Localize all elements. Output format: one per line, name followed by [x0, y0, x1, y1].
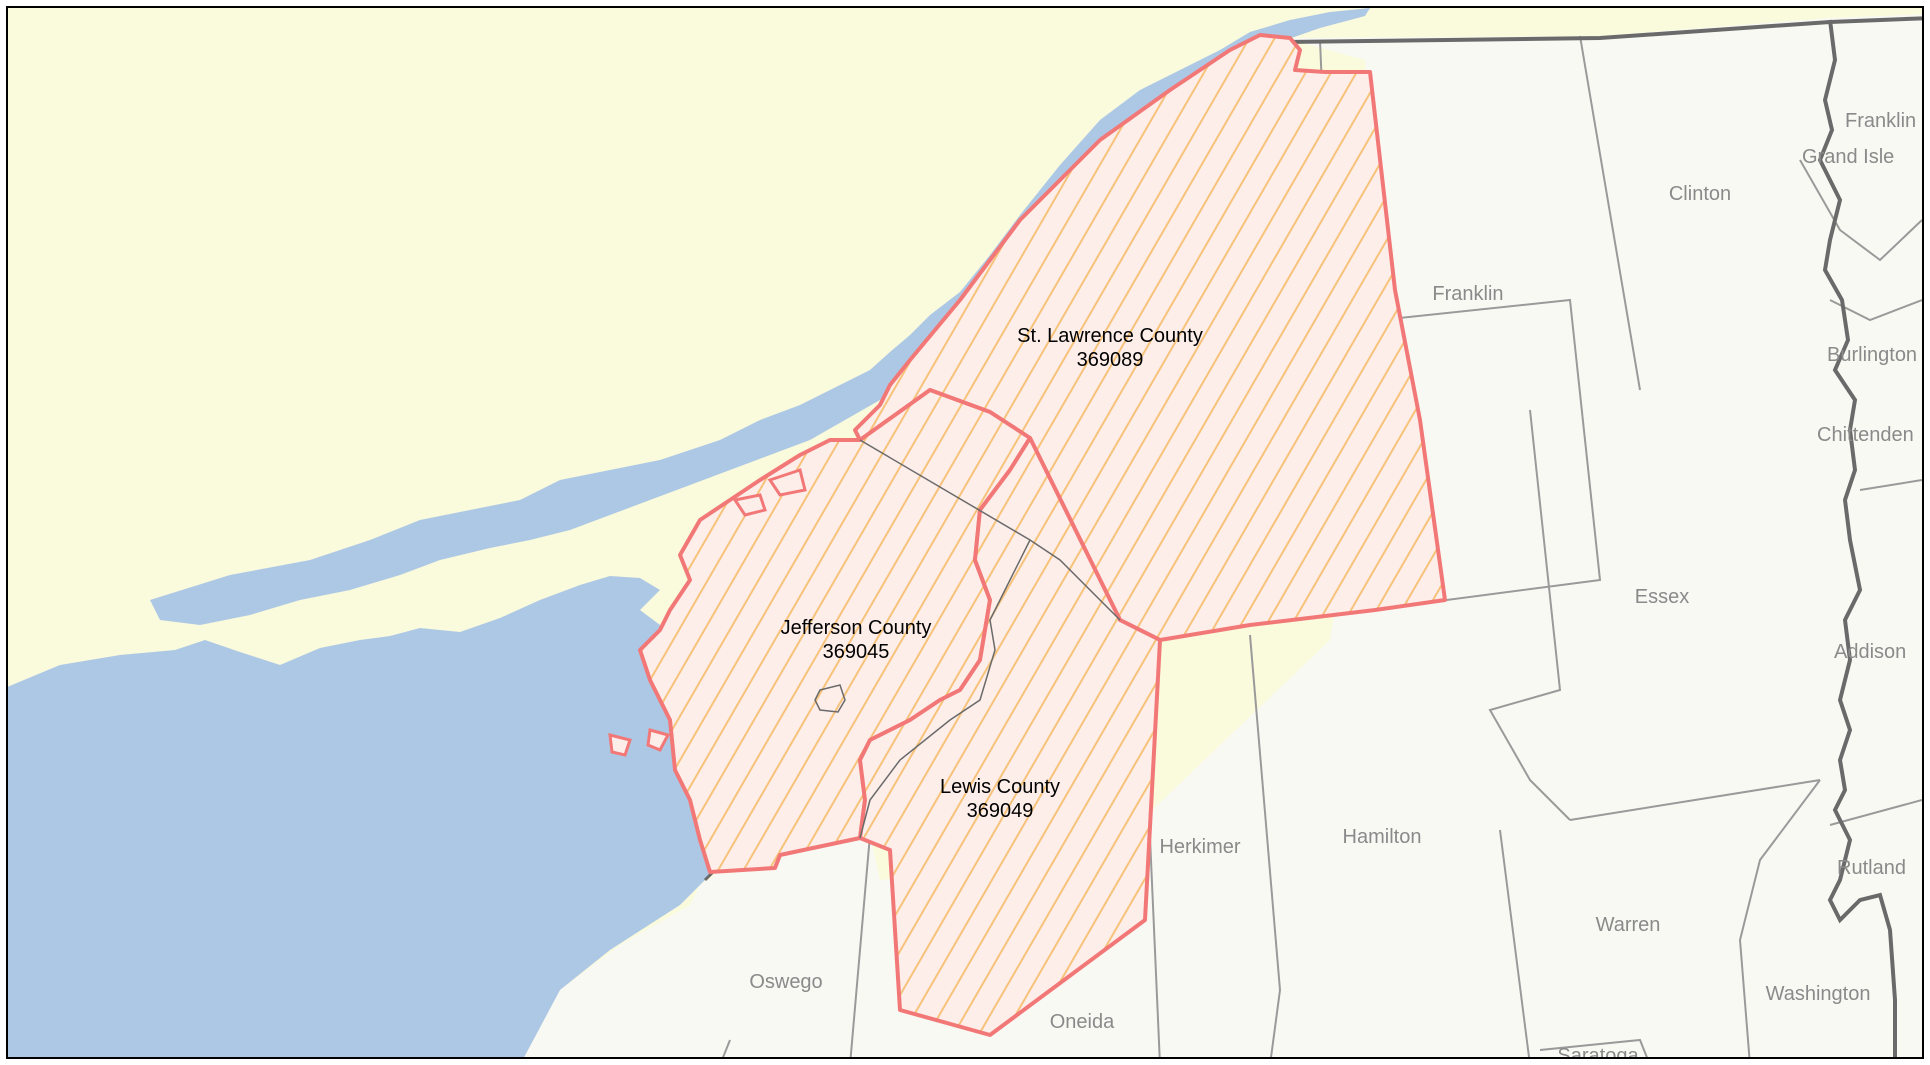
county-label-franklin: Franklin [1432, 283, 1503, 305]
map-frame[interactable]: St. Lawrence County 369089 Jefferson Cou… [6, 6, 1924, 1059]
jefferson-county-name: Jefferson County [781, 617, 932, 639]
county-label-oneida: Oneida [1050, 1011, 1115, 1033]
st-lawrence-county-code: 369089 [1077, 349, 1144, 371]
county-label-hamilton: Hamilton [1343, 826, 1422, 848]
county-label-warren: Warren [1596, 914, 1661, 936]
lewis-county-name: Lewis County [940, 776, 1060, 798]
county-label-franklin-vt: Franklin [1845, 110, 1916, 132]
bay-of-quinte [170, 556, 380, 618]
county-label-rutland: Rutland [1837, 857, 1906, 879]
us-land [524, 14, 1922, 1057]
small-lake [814, 684, 846, 713]
county-label-chittenden: Chittenden [1817, 424, 1914, 446]
jefferson-county-code: 369045 [823, 641, 890, 663]
lewis-county-area[interactable] [858, 436, 1162, 1037]
state-border-vt [1817, 19, 1897, 1057]
jefferson-interior-border [859, 539, 1031, 839]
st-lawrence-county-name: St. Lawrence County [1017, 325, 1203, 347]
county-map[interactable]: St. Lawrence County 369089 Jefferson Cou… [8, 8, 1922, 1057]
jefferson-lewis-border [859, 439, 1121, 621]
county-label-clinton: Clinton [1669, 183, 1731, 205]
lake-ontario [8, 576, 715, 1057]
county-label-essex: Essex [1635, 586, 1689, 608]
lewis-county-code: 369049 [967, 800, 1034, 822]
county-label-saratoga: Saratoga [1557, 1045, 1639, 1057]
county-label-oswego: Oswego [749, 971, 822, 993]
county-label-burlington: Burlington [1827, 344, 1917, 366]
st-lawrence-river [150, 8, 1370, 625]
county-label-grand-isle: Grand Isle [1802, 146, 1894, 168]
county-label-washington: Washington [1766, 983, 1871, 1005]
state-border [1284, 16, 1922, 44]
county-label-herkimer: Herkimer [1159, 836, 1240, 858]
county-label-addison: Addison [1834, 641, 1906, 663]
islands [608, 468, 807, 757]
